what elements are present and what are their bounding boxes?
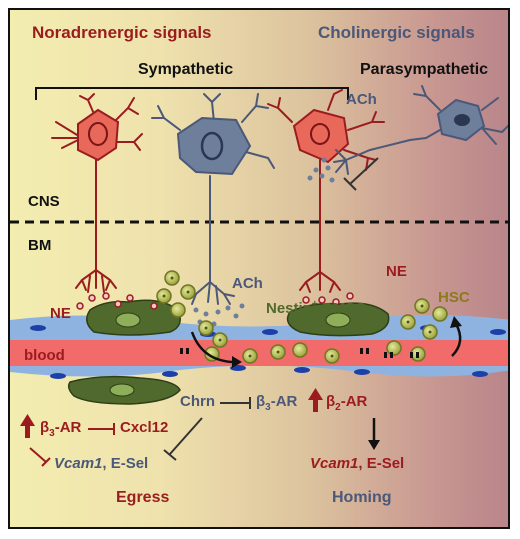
b2ar-beta: β <box>326 393 336 410</box>
cxcl12-label: Cxcl12 <box>120 419 169 436</box>
stromal-cell-right <box>286 302 390 337</box>
up-arrow-right <box>308 388 323 412</box>
bmsc-text: BMSC <box>321 300 367 317</box>
ach-mid-label: ACh <box>232 275 263 292</box>
nestin-bmsc-label: Nestin+ BMSC <box>266 299 367 317</box>
egress-arrow <box>190 331 242 368</box>
chrn-vcam-inhibition <box>163 417 203 461</box>
noradrenergic-title: Noradrenergic signals <box>32 23 212 42</box>
sympathetic-bracket <box>35 87 349 100</box>
ach-vesicles-top <box>307 157 335 183</box>
vcam-left-inhibition <box>29 447 51 467</box>
b3ar-mid-beta: β <box>256 393 266 410</box>
ne-right-label: NE <box>386 263 407 280</box>
vcam-left-italic: Vcam1 <box>54 455 103 472</box>
vcam-right-label: Vcam1, E-Sel <box>310 456 404 471</box>
diagram-frame: Noradrenergic signals Cholinergic signal… <box>8 8 510 529</box>
chrn-label: Chrn <box>180 393 215 410</box>
b2ar-suffix: -AR <box>340 393 368 410</box>
cxcl12-inhibition <box>88 423 115 435</box>
vessel-gaps <box>180 348 419 358</box>
b3ar-left-sub: 3 <box>49 428 55 439</box>
nestin-text: Nestin <box>266 300 312 317</box>
sympathetic-neuron-left <box>51 93 143 293</box>
ne-vesicles-right <box>302 292 354 306</box>
b2ar-label: β2-AR <box>326 394 367 413</box>
hsc-label: HSC <box>438 289 470 306</box>
sympathetic-label: Sympathetic <box>138 61 234 78</box>
b2ar-down-arrow <box>368 418 380 450</box>
cholinergic-neuron-mid <box>151 93 275 305</box>
egress-label: Egress <box>116 489 170 506</box>
homing-label: Homing <box>332 489 392 506</box>
diagram-canvas <box>10 85 508 467</box>
ach-top-label: ACh <box>346 91 377 108</box>
blood-label: blood <box>24 347 65 364</box>
ne-vesicles-left <box>76 292 158 310</box>
cholinergic-title: Cholinergic signals <box>318 23 475 42</box>
ne-left-label: NE <box>50 305 71 322</box>
esel-left-text: , E-Sel <box>102 455 149 472</box>
b3ar-left-beta: β <box>40 419 50 436</box>
parasympathetic-inhibition <box>343 157 379 191</box>
b3ar-left-label: β3-AR <box>40 420 81 439</box>
vcam-left-label: Vcam1, E-Sel <box>54 456 148 471</box>
sympathetic-neuron-right <box>267 89 385 293</box>
homing-arrow <box>450 316 462 357</box>
chrn-b3ar-inhibition <box>220 397 251 409</box>
stromal-cell-left <box>86 299 181 336</box>
blood-vessel <box>10 315 508 379</box>
cns-label: CNS <box>28 193 60 210</box>
bm-label: BM <box>28 237 52 254</box>
parasympathetic-neuron <box>333 85 508 175</box>
b3ar-mid-sub: 3 <box>265 402 271 413</box>
up-arrow-left <box>20 414 35 438</box>
nestin-sup: + <box>311 299 318 310</box>
vcam-right-italic: Vcam1 <box>310 455 359 472</box>
esel-right-text: , E-Sel <box>358 455 405 472</box>
b3ar-mid-suffix: -AR <box>270 393 298 410</box>
b3ar-mid-label: β3-AR <box>256 394 297 413</box>
stromal-cell-bottom <box>67 375 181 405</box>
b2ar-sub: 2 <box>335 402 341 413</box>
parasympathetic-label: Parasympathetic <box>360 61 489 78</box>
b3ar-left-suffix: -AR <box>54 419 82 436</box>
